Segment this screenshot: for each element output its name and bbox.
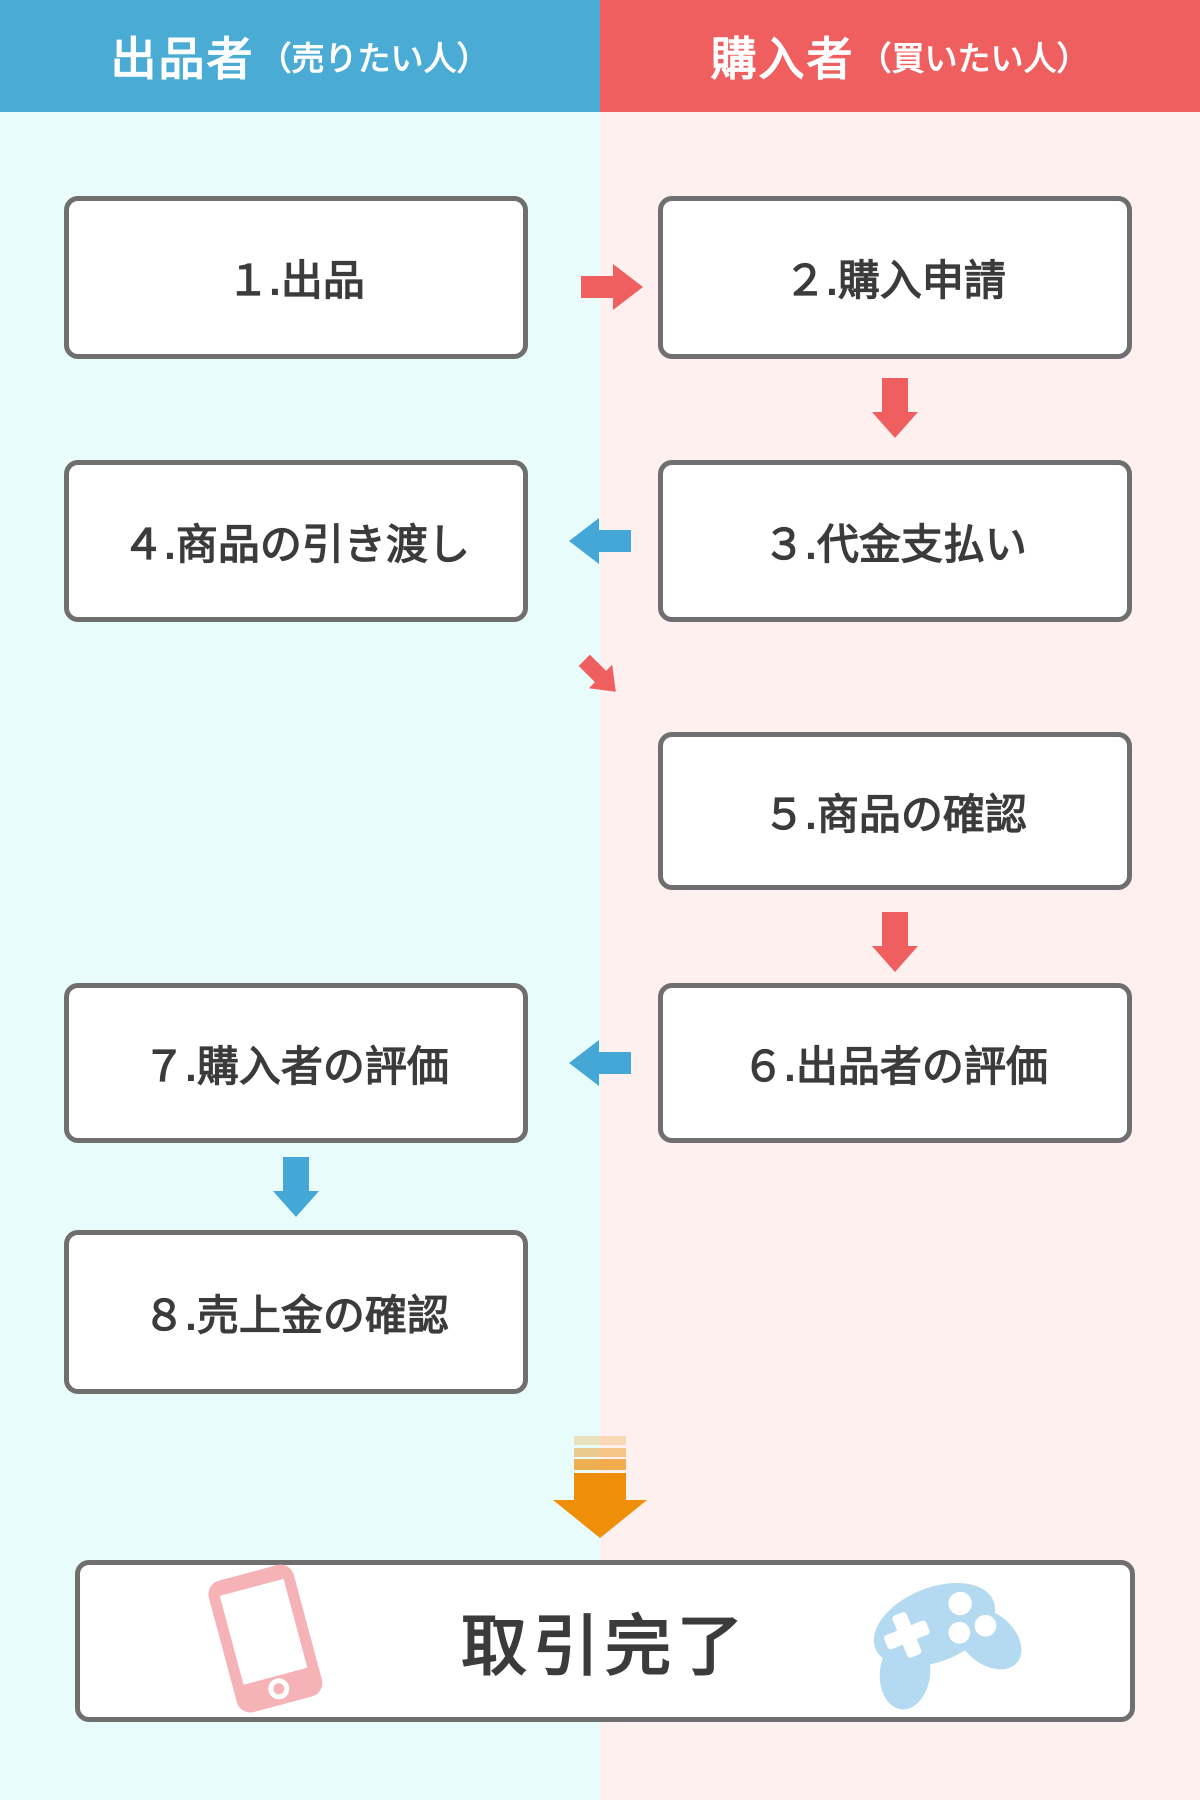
seller-header-title: 出品者 [110,33,255,85]
step-box-1-listing: １.出品 [64,196,528,359]
buyer-header-note: （買いたい人） [858,40,1090,77]
step-3-label: ３.代金支払い [763,520,1027,568]
arrow-step1-to-step2-right-icon [581,264,643,310]
step-box-5-item-check: ５.商品の確認 [658,732,1132,890]
final-box-transaction-complete: 取引完了 [75,1560,1135,1722]
smartphone-icon [203,1559,329,1723]
step-8-label: ８.売上金の確認 [143,1291,449,1339]
arrow-step6-to-step7-left-icon [569,1040,631,1086]
step-box-7-rate-buyer: ７.購入者の評価 [64,983,528,1143]
arrow-step4-to-step5-diagonal-icon [578,654,616,692]
arrow-to-final-big-down-icon [553,1436,647,1538]
arrow-step2-to-step3-down-icon [872,378,918,438]
step-box-6-rate-seller: ６.出品者の評価 [658,983,1132,1143]
step-6-label: ６.出品者の評価 [742,1042,1048,1090]
step-4-label: ４.商品の引き渡し [122,520,470,568]
step-box-8-sales-check: ８.売上金の確認 [64,1230,528,1394]
arrow-step7-to-step8-down-icon [273,1157,319,1217]
step-box-2-purchase-request: ２.購入申請 [658,196,1132,359]
step-2-label: ２.購入申請 [784,257,1006,304]
step-5-label: ５.商品の確認 [763,790,1027,838]
buyer-header: 購入者 （買いたい人） [600,0,1200,112]
final-title: 取引完了 [461,1609,749,1683]
step-box-4-item-handover: ４.商品の引き渡し [64,460,528,622]
buyer-header-title: 購入者 [710,33,855,85]
arrow-step5-to-step6-down-icon [872,912,918,972]
step-1-label: １.出品 [227,257,365,304]
seller-header: 出品者 （売りたい人） [0,0,600,112]
arrow-step3-to-step4-left-icon [569,518,631,564]
step-box-3-payment: ３.代金支払い [658,460,1132,622]
gamepad-icon [837,1545,1045,1737]
seller-header-note: （売りたい人） [258,40,490,77]
step-7-label: ７.購入者の評価 [143,1042,449,1090]
